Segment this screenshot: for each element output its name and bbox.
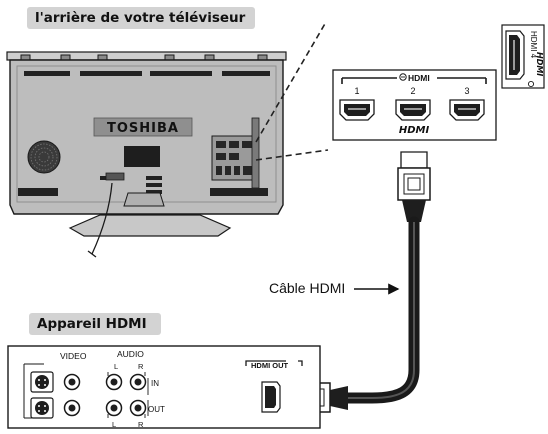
tv-brand: TOSHIBA [107, 121, 179, 136]
hdmi-port-number: 3 [464, 86, 469, 96]
tv-terminal-block [211, 117, 260, 189]
hdmi-port-number: 1 [354, 86, 359, 96]
video-in-jack[interactable] [63, 373, 81, 391]
hdmi-port-4[interactable] [505, 30, 525, 80]
s-video-out-jack[interactable] [30, 397, 54, 419]
audio-l-out-jack[interactable] [105, 399, 123, 417]
cable-label: Câble HDMI [269, 280, 346, 296]
audio-r-label-top: R [138, 362, 144, 371]
zoom-guide-lines [255, 21, 329, 161]
audio-l-in-jack[interactable] [105, 373, 123, 391]
video-out-jack[interactable] [63, 399, 81, 417]
speaker-grill [27, 140, 61, 174]
audio-l-label-top: L [114, 362, 118, 371]
hdmi-device-banner: Appareil HDMI [29, 313, 161, 335]
hdmi-port-number: 2 [410, 86, 415, 96]
tv-back-illustration: TOSHIBA [6, 51, 287, 258]
audio-r-label-bottom: R [138, 420, 144, 429]
hdmi-4-logo: HDMI [535, 52, 544, 76]
hdmi-logo: HDMI [399, 125, 430, 136]
hdmi-input-panel: HDMI 1 2 3 HDMI [332, 69, 497, 141]
tv-back-banner: l'arrière de votre téléviseur [27, 7, 255, 29]
hdmi-port-3[interactable] [449, 99, 485, 121]
hdmi-out-port[interactable] [261, 381, 281, 413]
audio-label: AUDIO [117, 349, 144, 359]
hdmi-port-1[interactable] [339, 99, 375, 121]
audio-r-out-jack[interactable] [129, 399, 147, 417]
video-label: VIDEO [60, 351, 87, 361]
hdmi-panel-title: HDMI [408, 73, 430, 83]
audio-r-in-jack[interactable] [129, 373, 147, 391]
hdmi-4-label: HDMI 4 [529, 31, 538, 59]
hdmi-out-label: HDMI OUT [251, 361, 288, 370]
out-label: OUT [148, 405, 165, 414]
hdmi-4-side-panel: HDMI 4 HDMI [501, 24, 545, 89]
hdmi-device-panel: VIDEO AUDIO L R IN OUT L R [7, 345, 321, 429]
in-label: IN [151, 379, 159, 388]
s-video-in-jack[interactable] [30, 371, 54, 393]
audio-l-label-bottom: L [112, 420, 116, 429]
hdmi-port-2[interactable] [395, 99, 431, 121]
